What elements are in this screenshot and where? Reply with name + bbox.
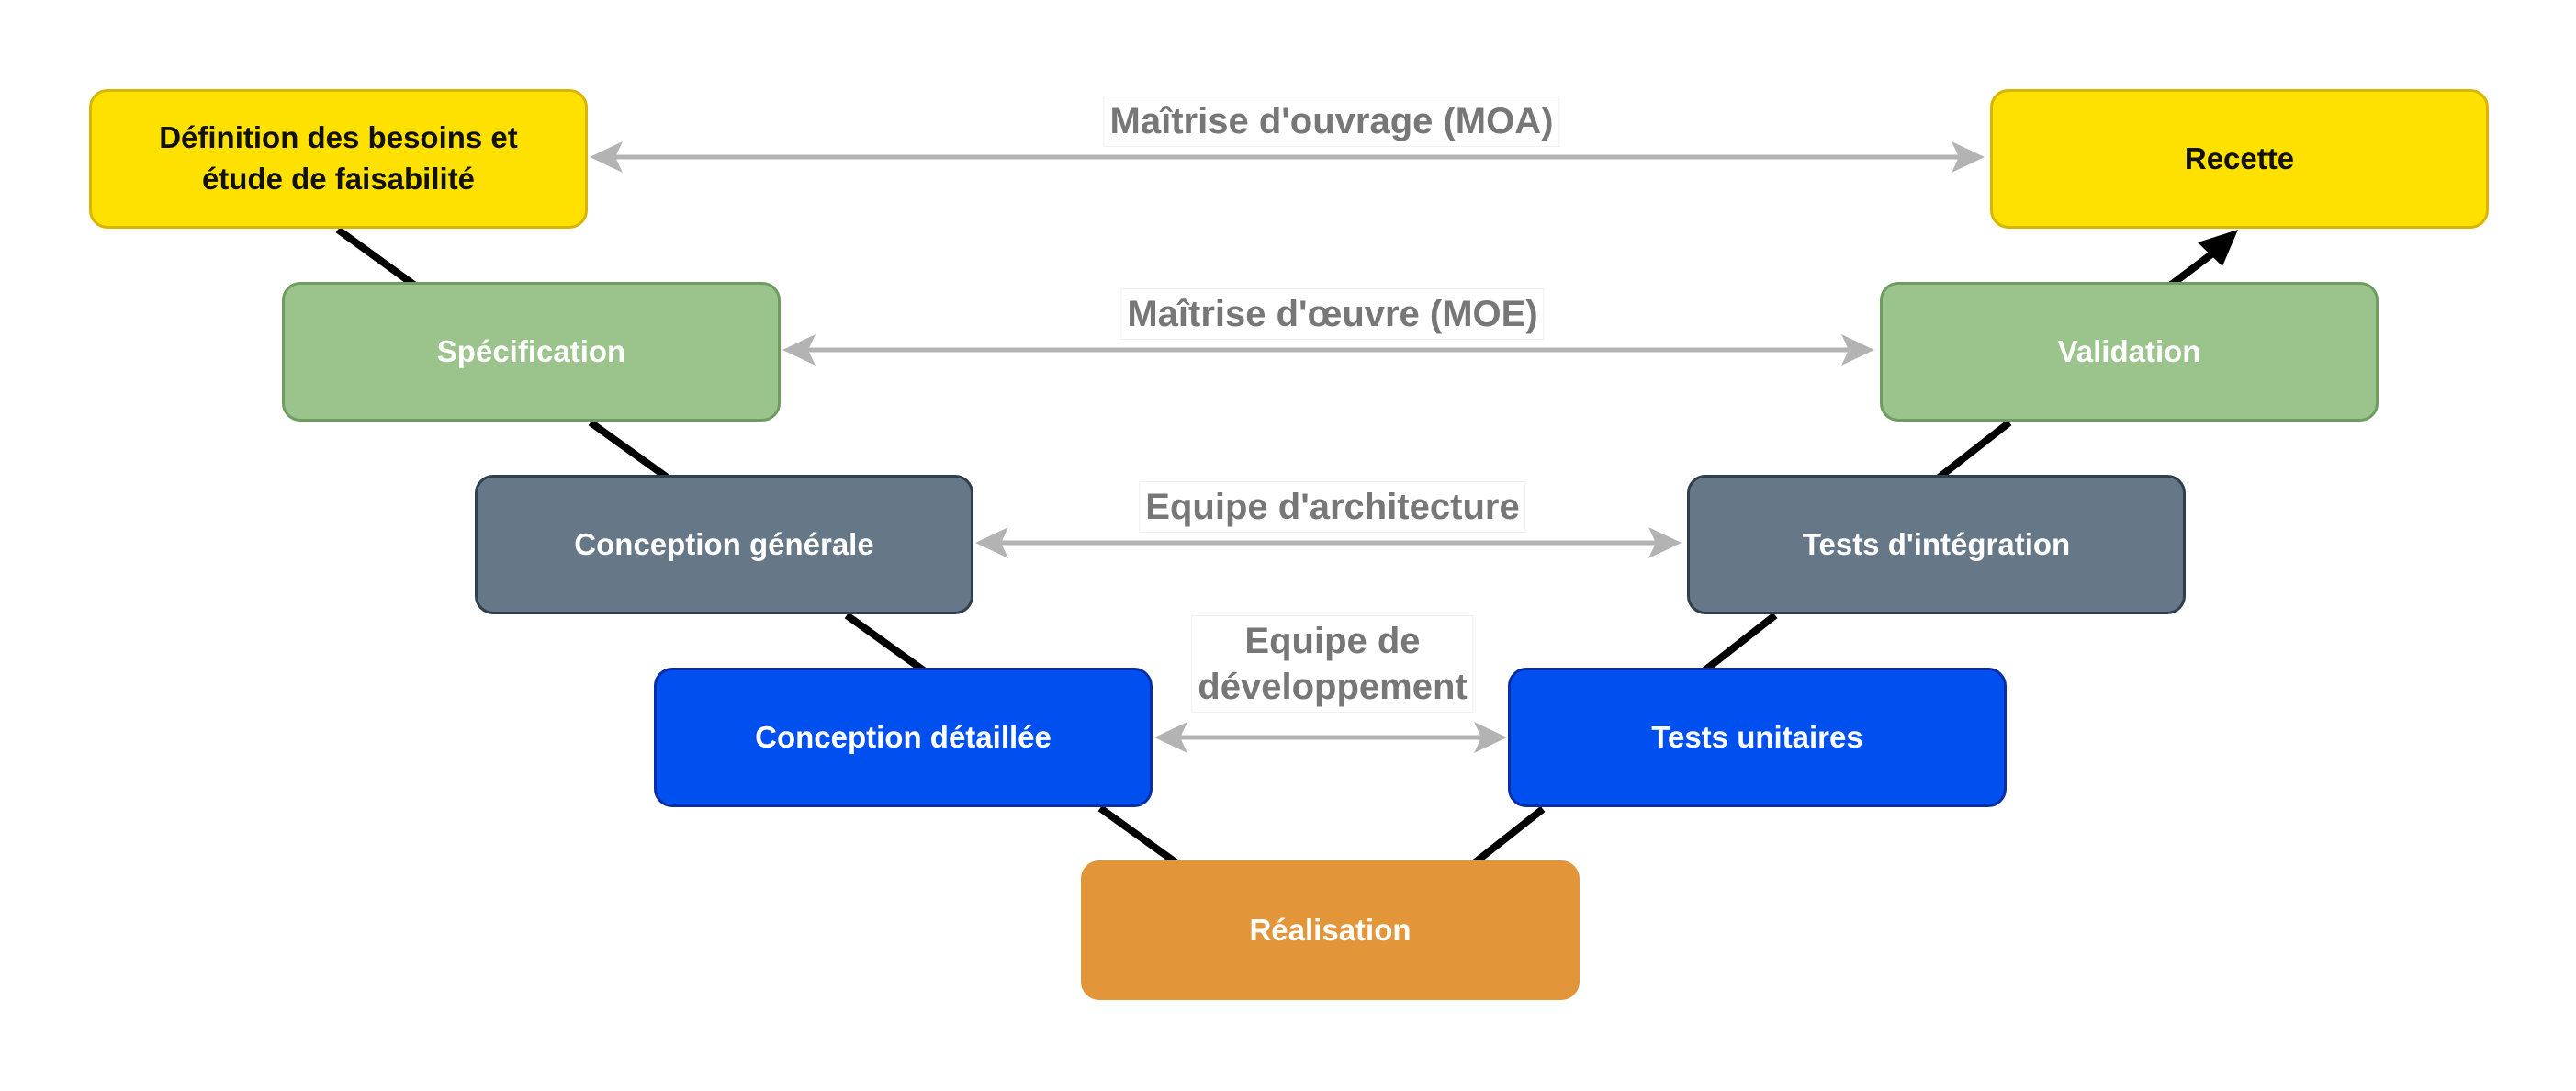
role-label-developpement: Equipe de développement [1191,615,1474,713]
role-developpement-line2: développement [1198,667,1468,707]
stage-specification-label: Spécification [436,333,626,368]
stage-specification: Spécification [282,282,781,422]
stage-tests-unitaires-label: Tests unitaires [1651,719,1863,754]
connector-tests-integration-validation [1935,419,2012,482]
stage-conception-detaillee: Conception détaillée [654,668,1153,807]
arrow-developpement [1154,722,1507,753]
role-label-architecture: Equipe d'architecture [1139,481,1526,533]
connector-conception-detaillee-realisation [1097,804,1185,871]
stage-besoins: Définition des besoins et étude de faisa… [89,89,588,229]
role-architecture-text: Equipe d'architecture [1145,487,1520,527]
stage-conception-generale: Conception générale [475,475,973,614]
stage-validation-label: Validation [2057,333,2201,368]
stage-recette-label: Recette [2184,141,2295,175]
stage-tests-unitaires: Tests unitaires [1508,668,2007,807]
arrowhead-recette [2198,230,2238,266]
stage-recette: Recette [1990,89,2489,229]
stage-besoins-label: Définition des besoins et étude de faisa… [159,120,518,196]
stage-validation: Validation [1880,282,2379,422]
stage-conception-generale-label: Conception générale [574,526,874,561]
role-label-moa: Maîtrise d'ouvrage (MOA) [1103,96,1560,147]
arrow-moa [590,141,1985,173]
connector-specification-conception-generale [588,419,671,482]
role-developpement-line1: Equipe de [1244,621,1421,661]
connector-validation-recette [2167,251,2214,289]
connector-conception-generale-conception-detaillee [844,612,928,675]
stage-conception-detaillee-label: Conception détaillée [755,719,1052,754]
arrow-moe [782,334,1874,366]
connector-realisation-tests-unitaires [1467,805,1546,871]
role-moa-text: Maîtrise d'ouvrage (MOA) [1109,101,1554,141]
stage-realisation: Réalisation [1081,860,1580,1000]
stage-realisation-label: Réalisation [1249,912,1412,947]
arrow-architecture [975,527,1682,558]
connector-besoins-specification [335,226,418,289]
stage-tests-integration-label: Tests d'intégration [1802,526,2071,561]
connector-tests-unitaires-tests-integration [1701,612,1778,675]
role-label-moe: Maîtrise d'œuvre (MOE) [1120,288,1545,340]
role-moe-text: Maîtrise d'œuvre (MOE) [1127,294,1538,334]
stage-tests-integration: Tests d'intégration [1687,475,2186,614]
